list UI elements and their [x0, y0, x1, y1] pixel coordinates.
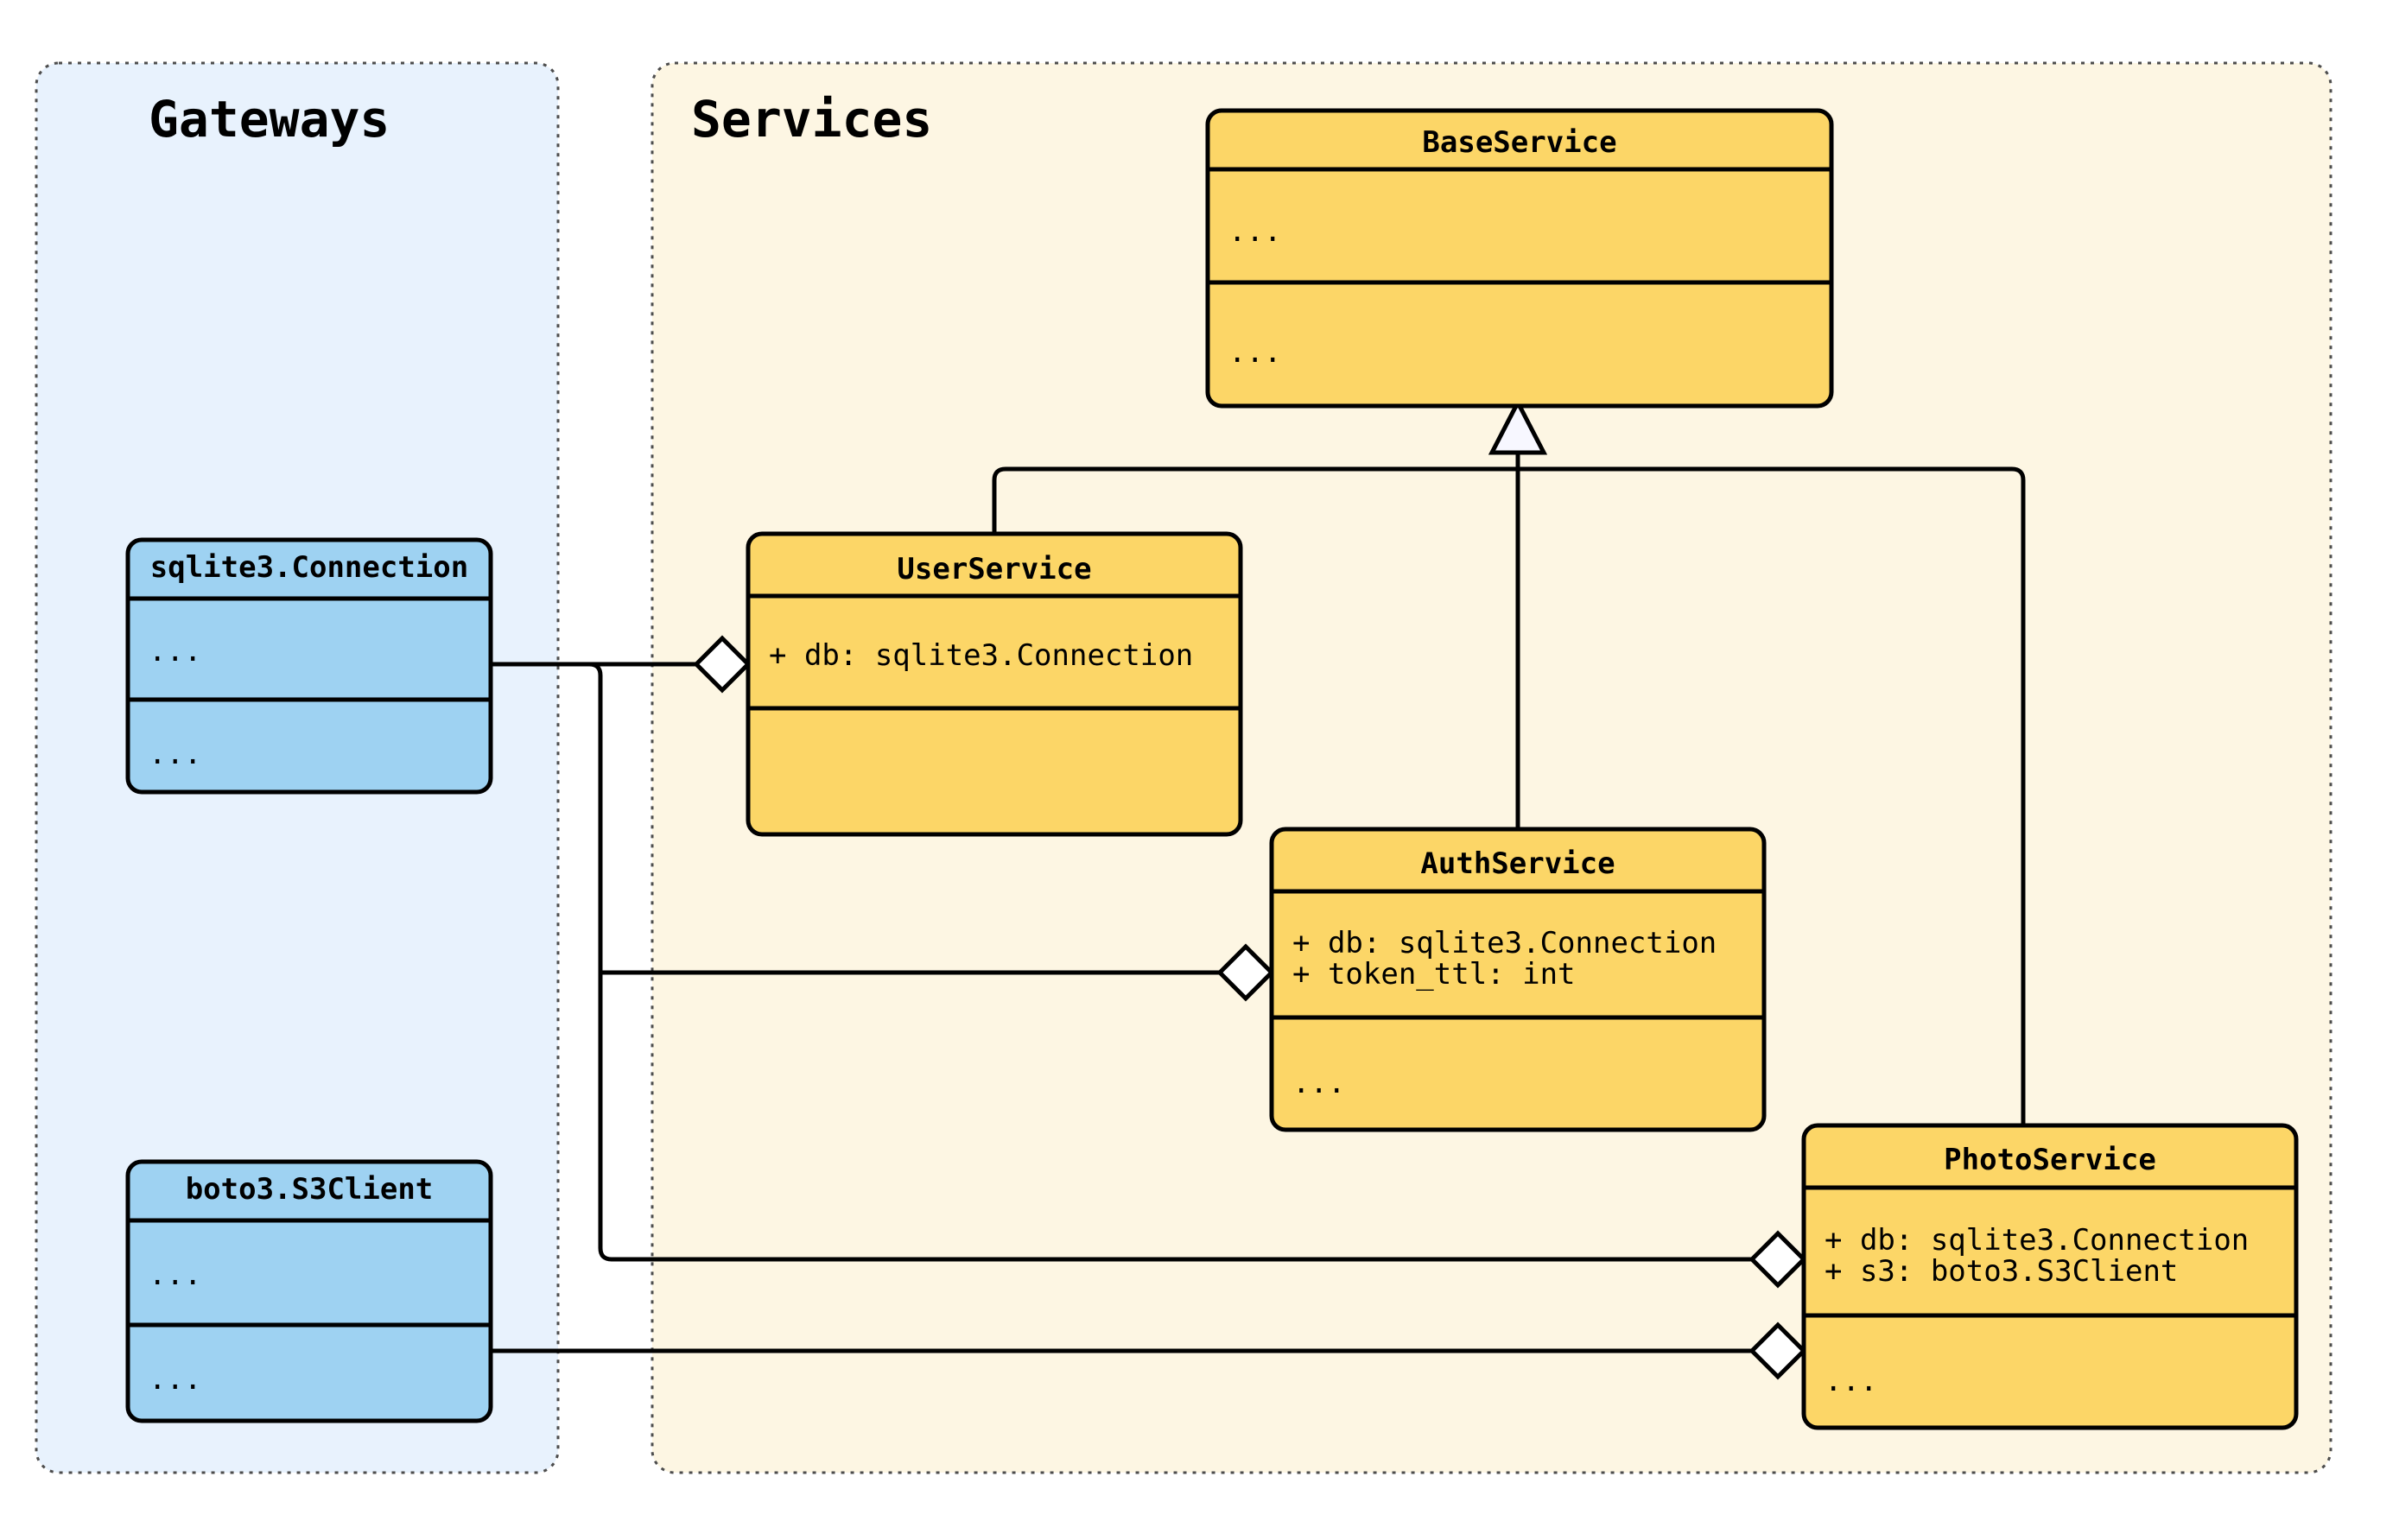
class-sqlite3-connection-attribute: ... [149, 634, 201, 669]
class-sqlite3-connection[interactable]: sqlite3.Connection ... ... [125, 537, 493, 795]
class-photoservice[interactable]: PhotoService + db: sqlite3.Connection + … [1801, 1123, 2299, 1430]
class-authservice-frame [1269, 827, 1767, 1132]
class-photoservice-name: PhotoService [1944, 1143, 2156, 1177]
class-photoservice-frame [1801, 1123, 2299, 1430]
rel-inherit-user-line [992, 466, 1518, 534]
class-boto3-s3client-frame [125, 1159, 493, 1423]
class-authservice-method: ... [1292, 1066, 1345, 1100]
relations-layer [491, 397, 2026, 1380]
class-userservice-attribute: + db: sqlite3.Connection [769, 638, 1193, 673]
class-boto3-s3client-attribute: ... [149, 1258, 201, 1292]
class-baseservice-attribute: ... [1228, 214, 1281, 249]
class-baseservice-frame [1205, 108, 1834, 409]
class-boto3-s3client[interactable]: boto3.S3Client ... ... [125, 1159, 493, 1423]
class-baseservice-method: ... [1228, 335, 1281, 370]
class-authservice-attribute-0: + db: sqlite3.Connection [1292, 926, 1717, 960]
class-photoservice-method: ... [1825, 1364, 1877, 1398]
package-services: Services [651, 61, 2332, 1474]
class-sqlite3-connection-frame [125, 537, 493, 795]
package-gateways-title: Gateways [149, 90, 390, 149]
class-boto3-s3client-name: boto3.S3Client [186, 1172, 434, 1207]
class-userservice[interactable]: UserService + db: sqlite3.Connection [746, 531, 1243, 837]
class-sqlite3-connection-method: ... [149, 737, 201, 771]
class-photoservice-attribute-0: + db: sqlite3.Connection [1825, 1223, 2249, 1258]
class-boto3-s3client-method: ... [149, 1362, 201, 1397]
class-userservice-name: UserService [897, 552, 1091, 586]
class-photoservice-attribute-1: + s3: boto3.S3Client [1825, 1254, 2178, 1289]
rel-agg-db-trunk [491, 662, 1752, 1262]
inheritance-hollow-triangle-icon [1488, 397, 1548, 455]
rel-inherit-photo-line [1518, 466, 2026, 1125]
class-authservice-attribute-1: + token_ttl: int [1292, 957, 1576, 992]
class-userservice-frame [746, 531, 1243, 837]
package-services-frame [651, 61, 2332, 1474]
class-authservice[interactable]: AuthService + db: sqlite3.Connection + t… [1269, 827, 1767, 1132]
package-services-title: Services [691, 90, 932, 149]
class-sqlite3-connection-name: sqlite3.Connection [150, 550, 468, 585]
class-baseservice-name: BaseService [1422, 125, 1616, 160]
class-baseservice[interactable]: BaseService ... ... [1205, 108, 1834, 409]
class-authservice-name: AuthService [1420, 846, 1615, 881]
